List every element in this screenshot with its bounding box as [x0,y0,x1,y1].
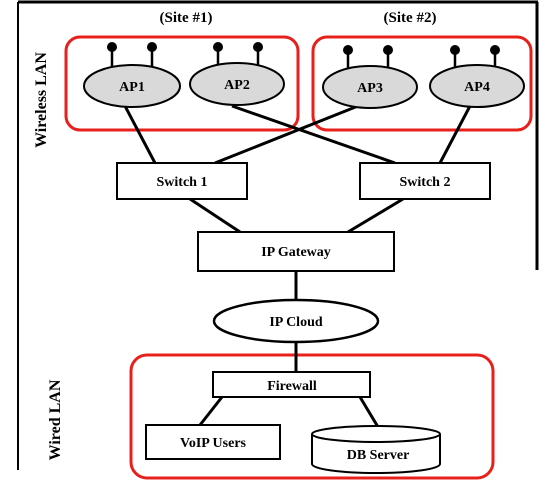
switch2: Switch 2 [359,162,491,200]
link-switch2-gateway [347,197,404,234]
ap3-label: AP3 [357,81,383,96]
firewall-label: Firewall [267,379,317,394]
voip-users: VoIP Users [145,424,281,460]
antenna-icon [107,42,117,52]
wired-lan-label: Wired LAN [47,379,64,460]
antenna-icon [343,45,353,55]
ip-gateway: IP Gateway [197,231,395,272]
ip-gateway-label: IP Gateway [261,245,331,260]
link-ap1-switch1 [123,105,157,164]
ap4-label: AP4 [464,80,490,95]
wired-region [129,353,495,480]
site2-label: (Site #2) [384,10,437,26]
ap1-label: AP1 [119,80,145,95]
ap2: AP2 [189,42,285,106]
site1-region [64,35,300,132]
voip-users-label: VoIP Users [180,436,247,451]
link-ap4-switch2 [438,105,472,164]
link-ap3-switch1 [214,104,359,165]
ap1: AP1 [83,42,181,108]
ap3: AP3 [322,45,418,109]
link-switch1-gateway [189,197,241,234]
wireless-lan-label: Wireless LAN [33,52,50,148]
link-firewall-voip [198,396,224,426]
ip-cloud: IP Cloud [212,298,380,344]
link-ap2-switch2 [231,104,396,165]
ap4: AP4 [429,45,525,108]
antenna-icon [147,42,157,52]
db-server-label: DB Server [347,448,410,463]
switch1-label: Switch 1 [157,175,208,190]
db-server: DB Server [311,425,441,474]
link-firewall-db [358,396,380,428]
switch1: Switch 1 [116,162,248,200]
antenna-icon [490,45,500,55]
site1-label: (Site #1) [160,10,213,26]
ip-cloud-label: IP Cloud [269,315,323,330]
connection-lines [123,104,472,428]
ap2-label: AP2 [224,78,250,93]
site2-region [311,35,533,132]
antenna-icon [253,42,263,52]
antenna-icon [450,45,460,55]
switch2-label: Switch 2 [400,175,451,190]
firewall: Firewall [212,371,371,398]
antenna-icon [213,42,223,52]
antenna-icon [383,45,393,55]
